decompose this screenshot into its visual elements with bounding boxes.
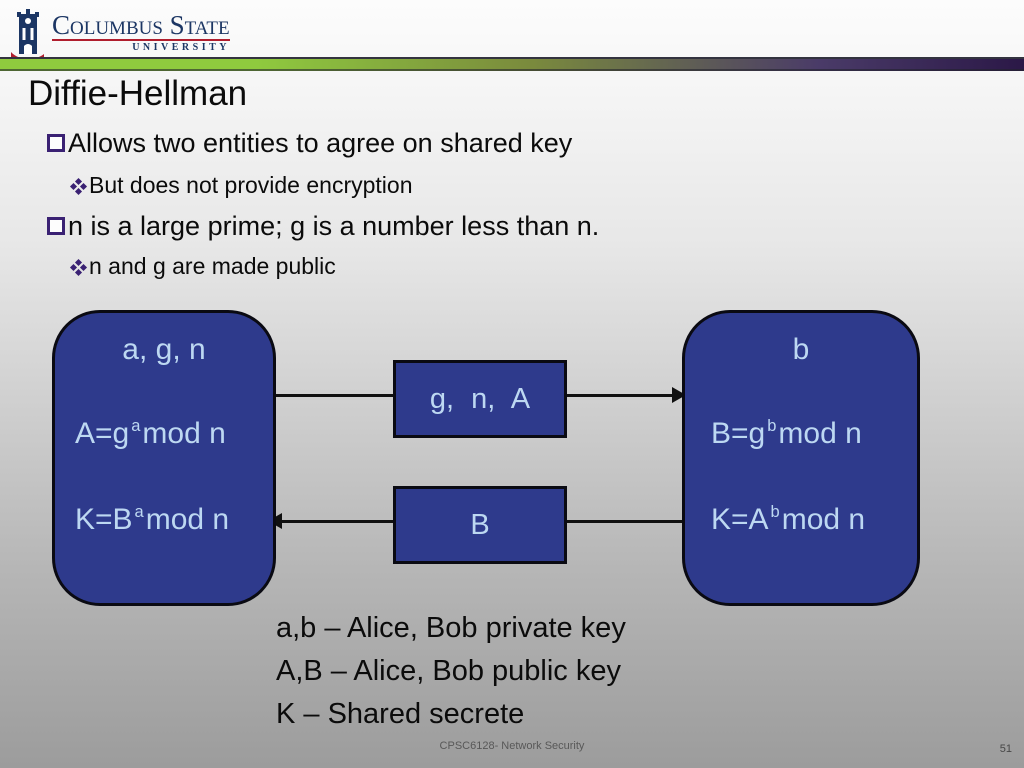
message-B: B bbox=[393, 486, 567, 564]
legend: a,b – Alice, Bob private key A,B – Alice… bbox=[276, 607, 626, 736]
eq-rest: mod n bbox=[145, 503, 230, 536]
eq-base: K=B bbox=[75, 503, 133, 536]
square-bullet-icon bbox=[47, 134, 65, 152]
bullet-text: Allows two entities to agree on shared k… bbox=[68, 128, 573, 158]
logo-red-rule bbox=[52, 39, 230, 41]
bullet-text: n and g are made public bbox=[89, 253, 336, 279]
eq-exponent: b bbox=[770, 502, 780, 521]
subbullet-n-g-public: n and g are made public bbox=[69, 253, 336, 280]
header-divider-bar bbox=[0, 57, 1024, 71]
bullet-allows-shared-key: Allows two entities to agree on shared k… bbox=[47, 128, 572, 159]
logo-wordmark: Columbus State UNIVERSITY bbox=[52, 12, 230, 53]
eq-rest: mod n bbox=[142, 417, 226, 450]
slide-page-number: 51 bbox=[999, 743, 1012, 755]
alice-knowns: a, g, n bbox=[122, 333, 206, 366]
eq-rest: mod n bbox=[778, 417, 862, 450]
bullet-n-large-prime: n is a large prime; g is a number less t… bbox=[47, 211, 599, 242]
logo-institution-name: Columbus State bbox=[52, 10, 230, 40]
legend-public-key: A,B – Alice, Bob public key bbox=[276, 655, 621, 687]
eq-base: A=g bbox=[75, 417, 130, 450]
square-bullet-icon bbox=[47, 217, 65, 235]
eq-base: B=g bbox=[711, 417, 766, 450]
eq-base: K=A bbox=[711, 503, 769, 536]
bullet-text: But does not provide encryption bbox=[89, 172, 413, 198]
eq-exponent: b bbox=[767, 416, 777, 435]
university-logo: Columbus State UNIVERSITY bbox=[10, 4, 240, 66]
message-g-n-A: g, n, A bbox=[393, 360, 567, 438]
legend-private-key: a,b – Alice, Bob private key bbox=[276, 612, 626, 644]
diamond-bullet-icon bbox=[69, 258, 87, 276]
bob-knowns: b bbox=[792, 333, 810, 366]
subbullet-no-encryption: But does not provide encryption bbox=[69, 172, 413, 199]
footer-course-label: CPSC6128- Network Security bbox=[439, 740, 585, 752]
eq-exponent: a bbox=[131, 416, 141, 435]
slide-title: Diffie-Hellman bbox=[28, 74, 248, 113]
legend-shared-secret: K – Shared secrete bbox=[276, 698, 525, 730]
eq-rest: mod n bbox=[781, 503, 866, 536]
diamond-bullet-icon bbox=[69, 177, 87, 195]
eq-exponent: a bbox=[134, 502, 144, 521]
bullet-text: n is a large prime; g is a number less t… bbox=[68, 211, 600, 241]
logo-university-label: UNIVERSITY bbox=[132, 42, 230, 53]
